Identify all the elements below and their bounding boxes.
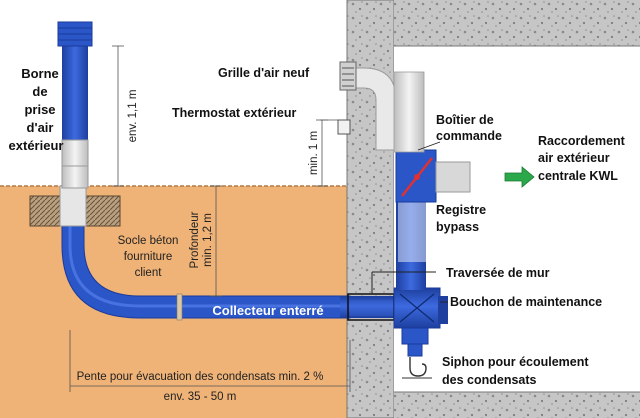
intake-tower-pipe [62,44,88,140]
borne-label-4: d'air [27,120,54,135]
registre-label-2: bypass [436,220,479,234]
grille-label: Grille d'air neuf [218,66,310,80]
borne-label-3: prise [24,102,55,117]
intake-tower-foot [61,139,89,189]
socle-label-1: Socle béton [118,235,179,247]
borne-label-5: extérieur [9,138,64,153]
profondeur-label-1: Profondeur [189,211,201,268]
height-dimension-label: env. 1,1 m [127,90,139,143]
borne-label-1: Borne [21,66,59,81]
socle-label-3: client [135,267,163,279]
distance-label: env. 35 - 50 m [164,391,237,403]
raccord-label-3: centrale KWL [538,169,618,183]
socle-label-2: fourniture [124,251,173,263]
siphon-trap [409,357,427,377]
boitier-label-1: Boîtier de [436,113,494,127]
bouchon-label: Bouchon de maintenance [450,295,602,309]
siphon-label-2: des condensats [442,373,537,387]
floor-slab [394,392,640,418]
collecteur-label: Collecteur enterré [212,303,323,318]
boitier-label-2: commande [436,129,502,143]
air-grille [339,61,357,91]
thermostat-box [337,119,351,135]
collector-pipe [340,296,404,318]
kwl-arrow [504,166,535,188]
roof-slab [394,0,640,46]
siphon-body [401,327,429,345]
registre-label-1: Registre [436,203,486,217]
profondeur-label-2: min. 1,2 m [202,213,214,267]
maintenance-cap [438,296,448,324]
raccord-label-2: air extérieur [538,151,610,165]
pente-label: Pente pour évacuation des condensats min… [77,371,324,383]
min-1m-label: min. 1 m [308,131,320,175]
traversee-label: Traversée de mur [446,266,550,280]
borne-label-2: de [32,84,47,99]
thermostat-label: Thermostat extérieur [172,106,296,120]
siphon-label-1: Siphon pour écoulement [442,355,589,369]
kwl-connection [435,161,471,193]
raccord-label-1: Raccordement [538,134,626,148]
